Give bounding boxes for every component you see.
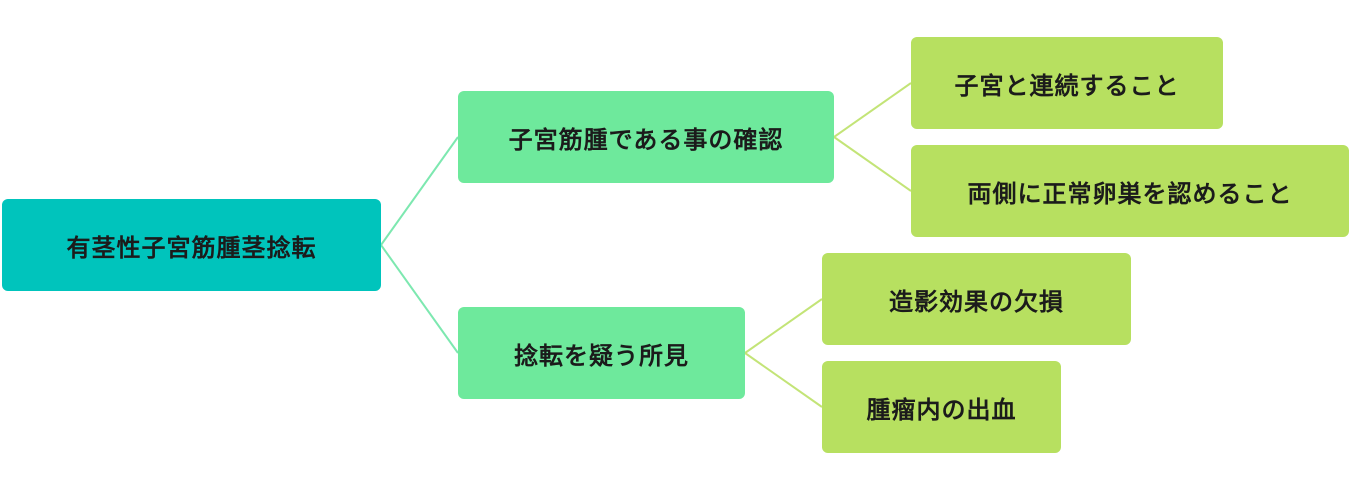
leaf-node-label: 両側に正常卵巣を認めること [967,179,1293,208]
connector-confirmation-to-ovaries [833,136,912,192]
leaf-node-label: 腫瘤内の出血 [866,395,1017,424]
leaf-node-label: 造影効果の欠損 [889,287,1064,316]
branch-node-confirmation: 子宮筋腫である事の確認 [458,91,834,183]
connector-root-to-confirmation [380,136,459,246]
leaf-node-uterine-continuity: 子宮と連続すること [911,37,1223,129]
leaf-node-label: 子宮と連続すること [954,71,1180,100]
root-node: 有茎性子宮筋腫茎捻転 [2,199,381,291]
connector-torsion-to-hemorrhage [744,352,823,408]
connector-confirmation-to-continuity [833,82,912,138]
leaf-node-intratumoral-hemorrhage: 腫瘤内の出血 [822,361,1061,453]
branch-node-label: 子宮筋腫である事の確認 [508,125,784,154]
branch-node-label: 捻転を疑う所見 [514,341,689,370]
connector-root-to-torsion-findings [380,244,459,354]
leaf-node-enhancement-defect: 造影効果の欠損 [822,253,1131,345]
root-node-label: 有茎性子宮筋腫茎捻転 [66,233,317,262]
branch-node-torsion-findings: 捻転を疑う所見 [458,307,745,399]
leaf-node-normal-ovaries: 両側に正常卵巣を認めること [911,145,1349,237]
connector-torsion-to-enhancement-defect [744,298,823,354]
